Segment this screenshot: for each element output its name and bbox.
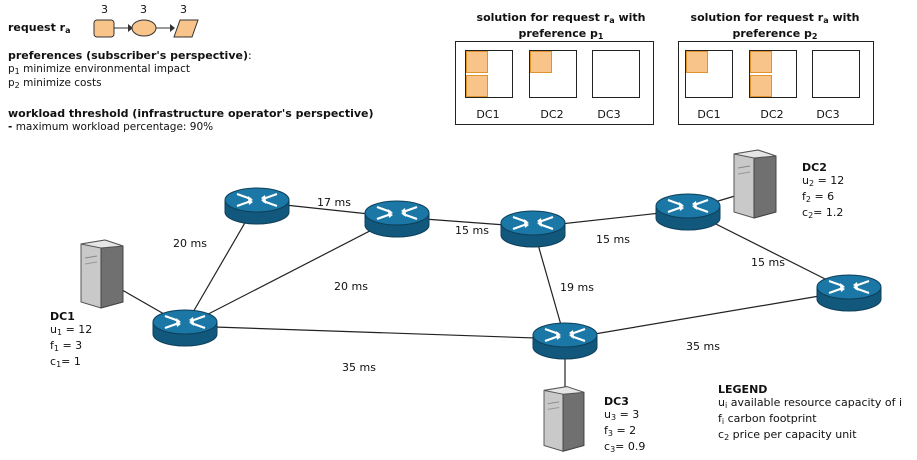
solution-1-dc3-label: DC3 [597, 108, 621, 121]
solution-2-panel: DC1 DC2 DC3 [678, 41, 874, 125]
request-step-ellipse [131, 19, 157, 37]
legend-item-price: c2 price per capacity unit [718, 428, 857, 442]
latency-r1-r0: 20 ms [173, 237, 207, 250]
workload-title: workload threshold (infrastructure opera… [8, 107, 374, 120]
solution-2-dc2-unit-1 [750, 51, 772, 73]
router-3 [499, 209, 567, 249]
router-1 [223, 186, 291, 226]
latency-r3-r6: 19 ms [560, 281, 594, 294]
solution-1-dc1-box [465, 50, 513, 98]
dc2-name: DC2 [802, 161, 827, 174]
solution-1-dc2-box [529, 50, 577, 98]
request-arrowhead-1 [128, 24, 133, 32]
server-dc3-icon [543, 386, 585, 452]
solution-2-dc1-box [685, 50, 733, 98]
dc3-info: DC3 u3 = 3 f3 = 2 c3= 0.9 [604, 395, 645, 456]
solution-1-dc3-box [592, 50, 640, 98]
dc1-capacity: u1 = 12 [50, 323, 93, 337]
network-links [102, 189, 850, 395]
dc2-price: c2= 1.2 [802, 206, 844, 220]
solution-2-dc2-unit-2 [750, 75, 772, 97]
flow-count-1: 3 [101, 3, 108, 16]
server-dc2-icon [733, 149, 777, 219]
request-arrowhead-2 [170, 24, 175, 32]
solution-2-dc3-box [812, 50, 860, 98]
link-r6-r5 [564, 290, 850, 340]
link-r0-r6 [184, 325, 566, 340]
dc2-footprint: f2 = 6 [802, 190, 835, 204]
latency-r2-r0: 20 ms [334, 280, 368, 293]
solution-1-dc1-unit-1 [466, 51, 488, 73]
dc2-capacity: u2 = 12 [802, 174, 845, 188]
solution-1-dc1-unit-2 [466, 75, 488, 97]
legend-title: LEGEND [718, 383, 768, 396]
dc3-price: c3= 0.9 [604, 440, 646, 454]
dc3-footprint: f3 = 2 [604, 424, 637, 438]
legend: LEGEND ui available resource capacity of… [718, 383, 902, 444]
latency-r3-r4: 15 ms [596, 233, 630, 246]
dc3-name: DC3 [604, 395, 629, 408]
legend-item-footprint: fi carbon footprint [718, 412, 817, 426]
router-6 [531, 321, 599, 361]
request-flow [93, 19, 199, 38]
solution-1-title: solution for request ra with preference … [476, 11, 646, 41]
router-5 [815, 273, 883, 313]
flow-count-2: 3 [140, 3, 147, 16]
router-4 [654, 192, 722, 232]
solution-2-dc3-label: DC3 [816, 108, 840, 121]
legend-item-capacity: ui available resource capacity of i [718, 396, 903, 410]
latency-r2-r3: 15 ms [455, 224, 489, 237]
solution-2-dc2-label: DC2 [760, 108, 784, 121]
solution-1-dc2-label: DC2 [540, 108, 564, 121]
router-0 [151, 308, 219, 348]
solution-2-title: solution for request ra with preference … [690, 11, 860, 41]
preference-item-2: p2 minimize costs [8, 77, 102, 90]
dc3-capacity: u3 = 3 [604, 408, 640, 422]
preference-item-1: p1 minimize environmental impact [8, 63, 190, 76]
dc1-info: DC1 u1 = 12 f1 = 3 c1= 1 [50, 310, 92, 371]
flow-count-3: 3 [180, 3, 187, 16]
solution-2-dc1-unit-1 [686, 51, 708, 73]
router-2 [363, 199, 431, 239]
dc1-price: c1= 1 [50, 355, 81, 369]
preferences-title: preferences (subscriber's perspective): [8, 49, 252, 62]
dc1-footprint: f1 = 3 [50, 339, 83, 353]
latency-r0-r6: 35 ms [342, 361, 376, 374]
latency-r1-r2: 17 ms [317, 196, 351, 209]
request-label: request ra [8, 21, 71, 35]
request-label-sub: a [65, 26, 71, 35]
solution-1-dc1-label: DC1 [476, 108, 500, 121]
request-step-rect [93, 19, 115, 38]
latency-r6-r5: 35 ms [686, 340, 720, 353]
solution-1-panel: DC1 DC2 DC3 [455, 41, 654, 125]
server-dc1-icon [80, 239, 124, 309]
link-r2-r0 [184, 216, 398, 327]
dc2-info: DC2 u2 = 12 f2 = 6 c2= 1.2 [802, 161, 844, 222]
solution-2-dc1-label: DC1 [697, 108, 721, 121]
dc1-name: DC1 [50, 310, 75, 323]
solution-1-dc2-unit-1 [530, 51, 552, 73]
solution-2-dc2-box [749, 50, 797, 98]
latency-r4-r5: 15 ms [751, 256, 785, 269]
workload-text: - maximum workload percentage: 90% [8, 121, 214, 133]
request-step-parallelogram [173, 19, 199, 38]
